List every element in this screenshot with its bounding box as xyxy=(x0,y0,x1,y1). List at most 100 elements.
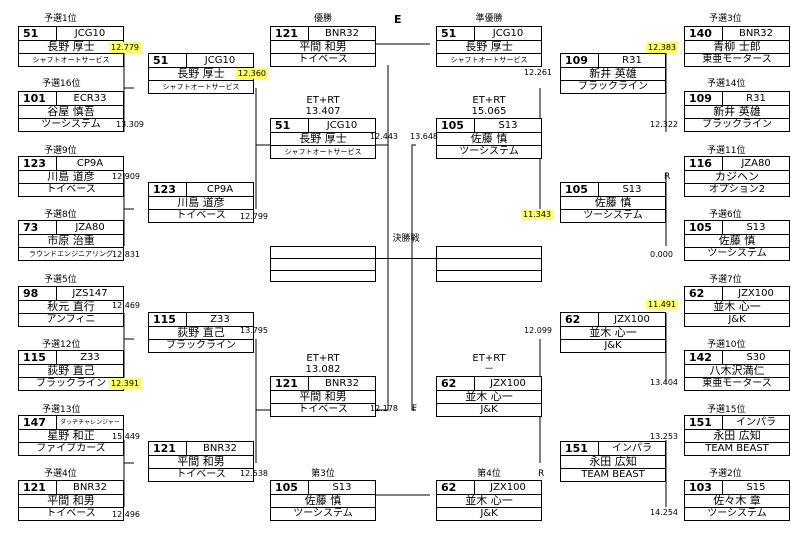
car-number: 109 xyxy=(685,92,723,105)
car-number: 109 xyxy=(561,54,599,67)
team-name: TEAM BEAST xyxy=(705,443,769,454)
team-name: ブラックライン xyxy=(166,340,236,351)
machine: JCG10 xyxy=(74,28,106,39)
car-number: 105 xyxy=(561,183,599,196)
time-r4: 12.538 xyxy=(240,469,268,478)
time-sf3: 12.178 xyxy=(370,404,398,413)
seed-label-q12: 予選12位 xyxy=(42,340,81,350)
car-number: 101 xyxy=(19,92,57,105)
time-r2: 12.799 xyxy=(240,212,268,221)
car-number: 62 xyxy=(437,377,475,390)
car-number: 142 xyxy=(685,351,723,364)
mark-r-q11: R xyxy=(664,172,671,182)
team-name: 東亜モータース xyxy=(702,54,772,65)
time-q10: 13.404 xyxy=(650,378,678,387)
driver-name: 永田 広知 xyxy=(589,455,637,468)
team-name: ブラックライン xyxy=(36,378,106,389)
seed-label-q3: 予選3位 xyxy=(709,14,742,24)
sf2-label: ET+RT xyxy=(472,95,506,106)
car-number: 105 xyxy=(271,481,309,494)
time-q14: 12.322 xyxy=(650,120,678,129)
winner-label: 優勝 xyxy=(313,14,332,24)
driver-name: 荻野 直己 xyxy=(47,364,95,377)
driver-name: 並木 心一 xyxy=(465,390,513,403)
driver-name: 長野 厚士 xyxy=(299,132,347,145)
team-name: ツーシステム xyxy=(459,146,519,157)
team-name: J&K xyxy=(480,404,498,415)
driver-name: 星野 和正 xyxy=(47,429,95,442)
driver-name: 青柳 士郎 xyxy=(713,40,761,53)
time-q3: 12.383 xyxy=(646,42,678,53)
runner-up-label: 準優勝 xyxy=(475,14,503,24)
team-name: アンフィニ xyxy=(46,314,96,325)
machine: JZA80 xyxy=(75,222,105,233)
driver-name: 佐藤 慎 xyxy=(718,234,756,247)
machine: BNR32 xyxy=(324,28,359,39)
third-place-label: 第3位 xyxy=(311,469,335,479)
team-name: オプション2 xyxy=(708,184,766,195)
time-q16: 13.309 xyxy=(116,120,144,129)
seed-label-q5: 予選5位 xyxy=(44,275,77,285)
team-name: ツーシステム xyxy=(707,508,767,519)
driver-name: 八木沢満仁 xyxy=(709,364,765,377)
driver-name: 平間 和男 xyxy=(299,40,347,53)
driver-name: 川島 道彦 xyxy=(47,170,95,183)
machine: R31 xyxy=(746,93,766,104)
machine: S13 xyxy=(622,184,642,195)
car-number: 121 xyxy=(149,442,187,455)
sf4-time: － xyxy=(484,364,494,375)
team-name: ツーシステム xyxy=(583,210,643,221)
machine: ダッヂチャレンジャー xyxy=(60,419,120,426)
driver-name: 並木 心一 xyxy=(465,494,513,507)
car-number: 123 xyxy=(19,157,57,170)
machine: JCG10 xyxy=(204,55,236,66)
driver-name: カジヘン xyxy=(715,170,759,183)
car-number: 105 xyxy=(437,119,475,132)
driver-name: 佐々木 章 xyxy=(713,494,761,507)
driver-name: 秋元 直行 xyxy=(47,300,95,313)
team-name: ブラックライン xyxy=(578,81,648,92)
time-q7: 11.491 xyxy=(646,299,678,310)
car-number: 116 xyxy=(685,157,723,170)
driver-name: 新井 英雄 xyxy=(589,67,637,80)
time-q6: 0.000 xyxy=(650,250,673,259)
team-name: トイベース xyxy=(176,210,226,221)
car-number: 121 xyxy=(271,377,309,390)
machine: BNR32 xyxy=(72,482,107,493)
driver-name: 平間 和男 xyxy=(177,455,225,468)
car-number: 51 xyxy=(437,27,475,40)
car-number: 51 xyxy=(149,54,187,67)
machine: JZX100 xyxy=(614,314,650,325)
time-q15: 13.253 xyxy=(650,432,678,441)
seed-label-q7: 予選7位 xyxy=(709,275,742,285)
seed-label-q14: 予選14位 xyxy=(707,79,746,89)
driver-name: 谷屋 慎吾 xyxy=(47,105,95,118)
car-number: 73 xyxy=(19,221,57,234)
seed-label-q6: 予選6位 xyxy=(709,210,742,220)
team-name: トイベース xyxy=(176,469,226,480)
car-number: 62 xyxy=(561,313,599,326)
time-sf2: 13.648 xyxy=(410,132,438,141)
car-number: 51 xyxy=(271,119,309,132)
car-number: 121 xyxy=(271,27,309,40)
car-number: 105 xyxy=(685,221,723,234)
